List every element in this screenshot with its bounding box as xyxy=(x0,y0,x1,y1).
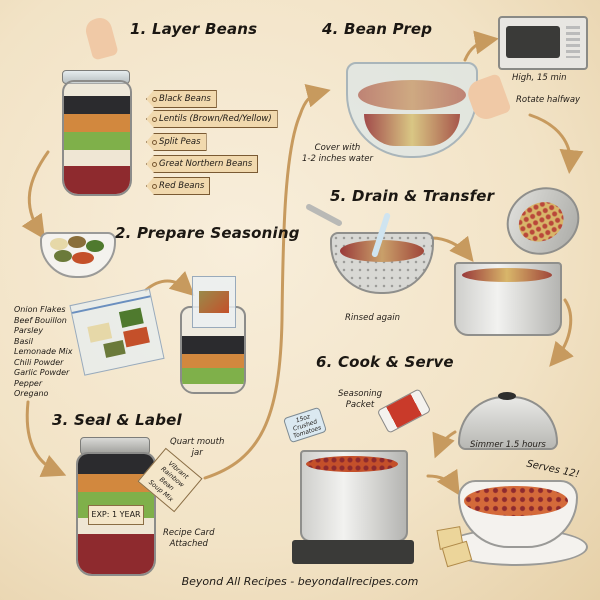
ingredient-item: Oregano xyxy=(14,389,49,398)
soaking-bowl xyxy=(346,62,478,158)
step-1-title: 1. Layer Beans xyxy=(130,20,258,38)
step-3-title: 3. Seal & Label xyxy=(52,411,182,429)
ingredient-item: Chili Powder xyxy=(14,357,64,367)
tag-split-peas: Split Peas xyxy=(146,133,207,151)
ingredient-item: Garlic Powder xyxy=(14,368,70,377)
rinse-note: Rinsed again xyxy=(345,313,400,323)
ingredient-item: Pepper xyxy=(14,378,43,388)
ingredient-item: Lemonade Mix xyxy=(14,347,73,356)
ingredient-item: Beef Bouillon xyxy=(14,315,67,325)
footer-credit: Beyond All Recipes - beyondallrecipes.co… xyxy=(181,575,419,588)
recipe-card-note: Recipe Card Attached xyxy=(163,528,215,549)
microwave-time-note: High, 15 min xyxy=(512,73,567,83)
seasoning-ingredient-list: Onion Flakes Beef Bouillon Parsley Basil… xyxy=(14,305,72,400)
tag-lentils: Lentils (Brown/Red/Yellow) xyxy=(146,110,278,128)
tag-great-northern-beans: Great Northern Beans xyxy=(146,155,259,173)
soup-bowl xyxy=(458,480,578,548)
step-4-title: 4. Bean Prep xyxy=(322,20,433,38)
expiration-label: EXP: 1 YEAR xyxy=(88,505,144,525)
seasoning-packet-note: Seasoning Packet xyxy=(338,389,382,410)
ingredient-item: Basil xyxy=(14,336,34,346)
quart-jar-note: Quart mouth jar xyxy=(170,437,225,458)
step-5-title: 5. Drain & Transfer xyxy=(330,187,495,205)
simmer-note: Simmer 1.5 hours xyxy=(470,440,546,450)
ingredient-item: Parsley xyxy=(14,326,44,335)
rotate-note: Rotate halfway xyxy=(516,95,581,105)
stove-burner xyxy=(292,540,414,564)
microwave xyxy=(498,16,588,70)
step-2-title: 2. Prepare Seasoning xyxy=(115,224,300,242)
seasoning-packet xyxy=(192,276,236,328)
cover-water-note: Cover with 1-2 inches water xyxy=(302,143,373,164)
tag-red-beans: Red Beans xyxy=(146,177,211,195)
step-6-title: 6. Cook & Serve xyxy=(316,353,454,371)
stock-pot xyxy=(454,262,562,336)
soup-pot xyxy=(300,450,408,542)
layered-bean-jar xyxy=(62,80,132,196)
tag-black-beans: Black Beans xyxy=(146,90,217,108)
ingredient-item: Onion Flakes xyxy=(14,305,66,314)
